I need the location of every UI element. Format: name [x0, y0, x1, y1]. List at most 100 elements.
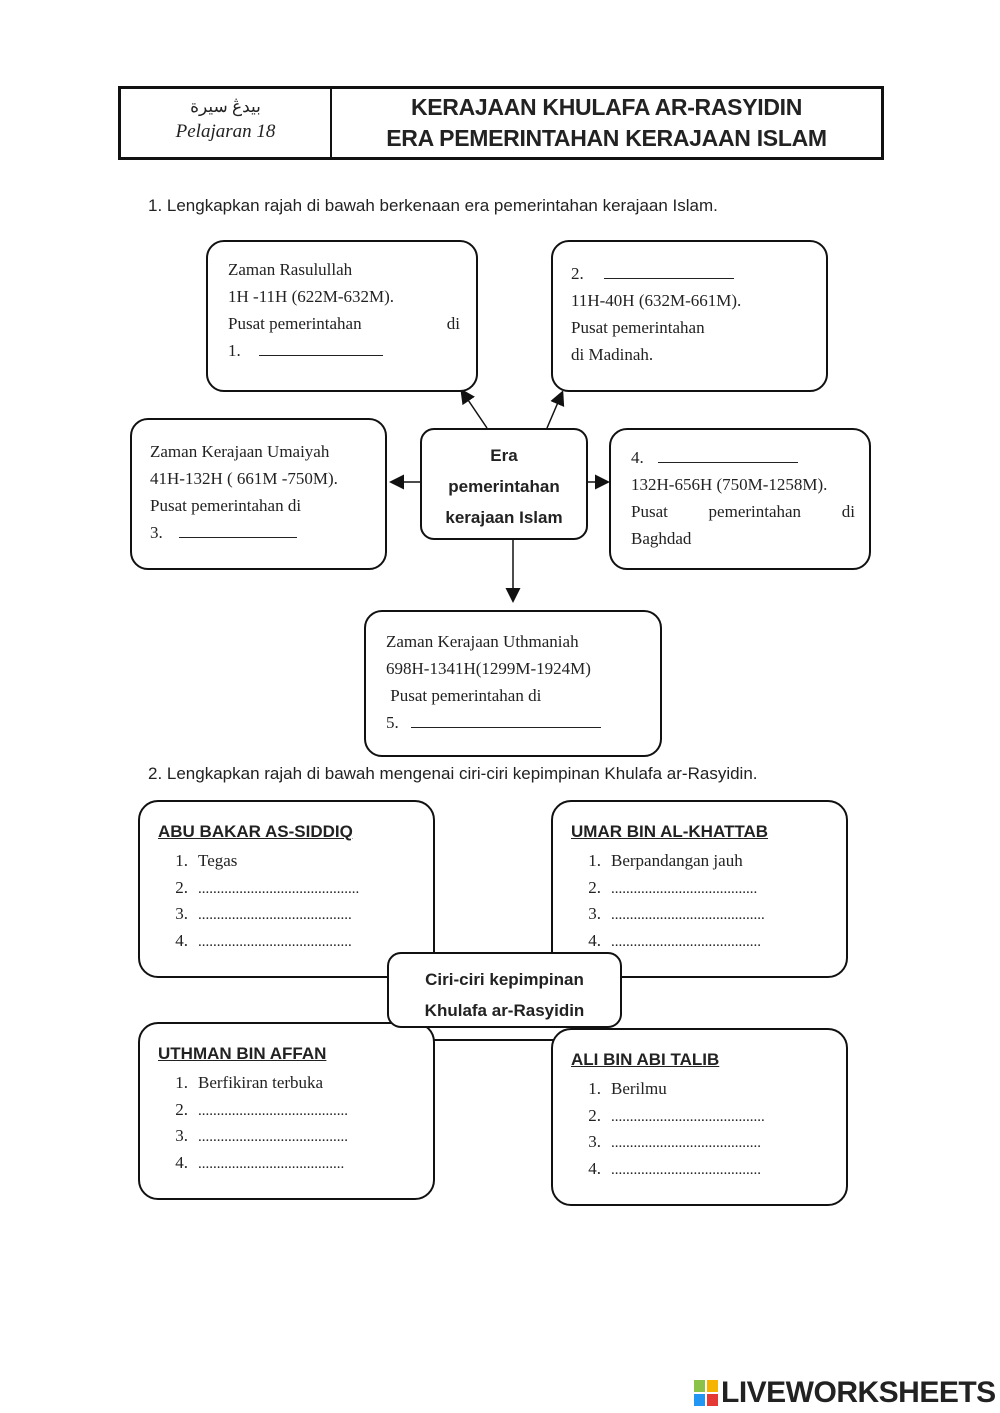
answer-row-2: 2. — [571, 260, 826, 287]
item-number: 4. — [175, 930, 188, 950]
item-number: 3. — [588, 904, 601, 923]
item-number: 4. — [175, 1152, 188, 1172]
item-number: 2. — [588, 877, 601, 897]
box-kerajaan-umaiyah: Zaman Kerajaan Umaiyah 41H-132H ( 661M -… — [130, 418, 387, 570]
trait-list: 1.Berpandangan jauh 2...................… — [571, 848, 846, 954]
answer-blank-2[interactable] — [604, 260, 734, 279]
answer-row-3: 3. — [150, 519, 385, 546]
trait-blank[interactable]: ........................................ — [198, 1102, 348, 1119]
box-line: 132H-656H (750M-1258M). — [631, 475, 828, 494]
answer-blank-1[interactable] — [259, 337, 383, 356]
title-line-1: KERAJAAN KHULAFA AR-RASYIDIN — [410, 94, 803, 120]
trait-item[interactable]: 2.......................................… — [571, 1103, 846, 1130]
trait-blank[interactable]: ........................................… — [198, 880, 360, 897]
trait-item[interactable]: 3.......................................… — [571, 1129, 846, 1156]
trait-item[interactable]: 3.......................................… — [571, 901, 846, 928]
trait-item[interactable]: 2.......................................… — [158, 1097, 433, 1124]
box-line: Pusat pemerintahan di — [631, 498, 855, 525]
box-ali: ALI BIN ABI TALIB 1.Berilmu 2...........… — [551, 1028, 848, 1206]
trait-blank[interactable]: ........................................ — [198, 1129, 348, 1145]
box-line: 698H-1341H(1299M-1924M) — [386, 659, 591, 678]
center-ciri-kepimpinan: Ciri-ciri kepimpinan Khulafa ar-Rasyidin — [387, 952, 622, 1028]
trait-blank[interactable]: ........................................ — [611, 933, 761, 950]
text: di — [446, 314, 460, 333]
trait-item: 1.Tegas — [158, 848, 433, 875]
trait-text: Berfikiran terbuka — [198, 1073, 324, 1092]
item-number: 4. — [588, 930, 601, 950]
box-line: Zaman Kerajaan Umaiyah — [150, 442, 330, 461]
trait-item: 1.Berfikiran terbuka — [158, 1070, 433, 1097]
trait-item[interactable]: 4.......................................… — [158, 1150, 433, 1177]
item-number: 1. — [588, 1079, 601, 1098]
logo-grid-icon — [694, 1380, 718, 1406]
box-line: 11H-40H (632M-661M). — [571, 291, 742, 310]
item-number: 3. — [588, 1132, 601, 1151]
trait-blank[interactable]: ........................................… — [198, 933, 352, 950]
answer-blank-5[interactable] — [411, 709, 601, 728]
center-line: Ciri-ciri kepimpinan — [425, 970, 584, 989]
box-abu-bakar: ABU BAKAR AS-SIDDIQ 1.Tegas 2...........… — [138, 800, 435, 978]
box-line: Pusat pemerintahan di — [150, 496, 302, 515]
trait-item[interactable]: 2.......................................… — [571, 875, 846, 902]
trait-item[interactable]: 2.......................................… — [158, 875, 433, 902]
liveworksheets-logo[interactable]: LIVEWORKSHEETS — [694, 1376, 996, 1410]
box-zaman-rasulullah: Zaman Rasulullah 1H -11H (622M-632M). Pu… — [206, 240, 478, 392]
answer-blank-4[interactable] — [658, 444, 798, 463]
answer-number: 2. — [571, 264, 584, 283]
trait-item[interactable]: 3.......................................… — [158, 1123, 433, 1150]
item-number: 4. — [588, 1158, 601, 1178]
item-number: 2. — [175, 1099, 188, 1119]
box-line: Pusat pemerintahan di — [228, 310, 460, 337]
item-number: 1. — [175, 851, 188, 870]
trait-item[interactable]: 4.......................................… — [571, 1156, 846, 1183]
center-line: kerajaan Islam — [445, 508, 563, 527]
lesson-number: Pelajaran 18 — [175, 121, 276, 142]
trait-blank[interactable]: ........................................ — [611, 1161, 761, 1178]
box-line: Zaman Kerajaan Uthmaniah — [386, 632, 579, 651]
answer-row-1: 1. — [228, 337, 476, 364]
center-line: pemerintahan — [448, 477, 560, 496]
trait-item[interactable]: 4.......................................… — [158, 928, 433, 955]
trait-text: Berilmu — [611, 1079, 667, 1098]
caliph-name: UMAR BIN AL-KHATTAB — [571, 822, 769, 841]
box-line: Pusat pemerintahan di — [386, 686, 542, 705]
trait-blank[interactable]: ....................................... — [611, 880, 758, 897]
box-line: 41H-132H ( 661M -750M). — [150, 469, 338, 488]
answer-row-4: 4. — [631, 444, 869, 471]
item-number: 3. — [175, 904, 188, 923]
item-number: 2. — [175, 877, 188, 897]
trait-item: 1. Berilmu — [571, 1076, 846, 1103]
box-uthman: UTHMAN BIN AFFAN 1.Berfikiran terbuka 2.… — [138, 1022, 435, 1200]
center-line: Khulafa ar-Rasyidin — [424, 1001, 585, 1020]
logo-text: LIVEWORKSHEETS — [721, 1376, 996, 1409]
trait-blank[interactable]: ........................................… — [611, 1108, 765, 1125]
trait-blank[interactable]: ........................................… — [611, 907, 765, 923]
box-line: di Madinah. — [571, 345, 654, 364]
answer-row-5: 5. — [386, 709, 660, 736]
text: pemerintahan — [708, 502, 802, 521]
box-khulafa-ar-rasyidin: 2. 11H-40H (632M-661M). Pusat pemerintah… — [551, 240, 828, 392]
text: Pusat pemerintahan — [228, 314, 362, 333]
box-kerajaan-uthmaniah: Zaman Kerajaan Uthmaniah 698H-1341H(1299… — [364, 610, 662, 757]
center-era-pemerintahan: Era pemerintahan kerajaan Islam — [420, 428, 588, 540]
trait-item[interactable]: 4.......................................… — [571, 928, 846, 955]
trait-list: 1.Tegas 2...............................… — [158, 848, 433, 954]
title-cell: KERAJAAN KHULAFA AR-RASYIDIN ERA PEMERIN… — [332, 86, 884, 160]
answer-blank-3[interactable] — [179, 519, 297, 538]
arrow-to-rasulullah — [460, 388, 488, 429]
trait-blank[interactable]: ....................................... — [198, 1155, 345, 1172]
answer-number: 1. — [228, 341, 241, 360]
trait-item: 1.Berpandangan jauh — [571, 848, 846, 875]
trait-blank[interactable]: ........................................… — [198, 907, 352, 923]
text: di — [841, 502, 855, 521]
question-2: 2. Lengkapkan rajah di bawah mengenai ci… — [148, 764, 758, 783]
answer-number: 5. — [386, 713, 399, 732]
box-kerajaan-abbasiyah: 4. 132H-656H (750M-1258M). Pusat pemerin… — [609, 428, 871, 570]
answer-number: 3. — [150, 523, 163, 542]
item-number: 3. — [175, 1126, 188, 1145]
trait-blank[interactable]: ........................................ — [611, 1135, 761, 1151]
trait-item[interactable]: 3.......................................… — [158, 901, 433, 928]
caliph-name: ABU BAKAR AS-SIDDIQ — [158, 822, 353, 841]
